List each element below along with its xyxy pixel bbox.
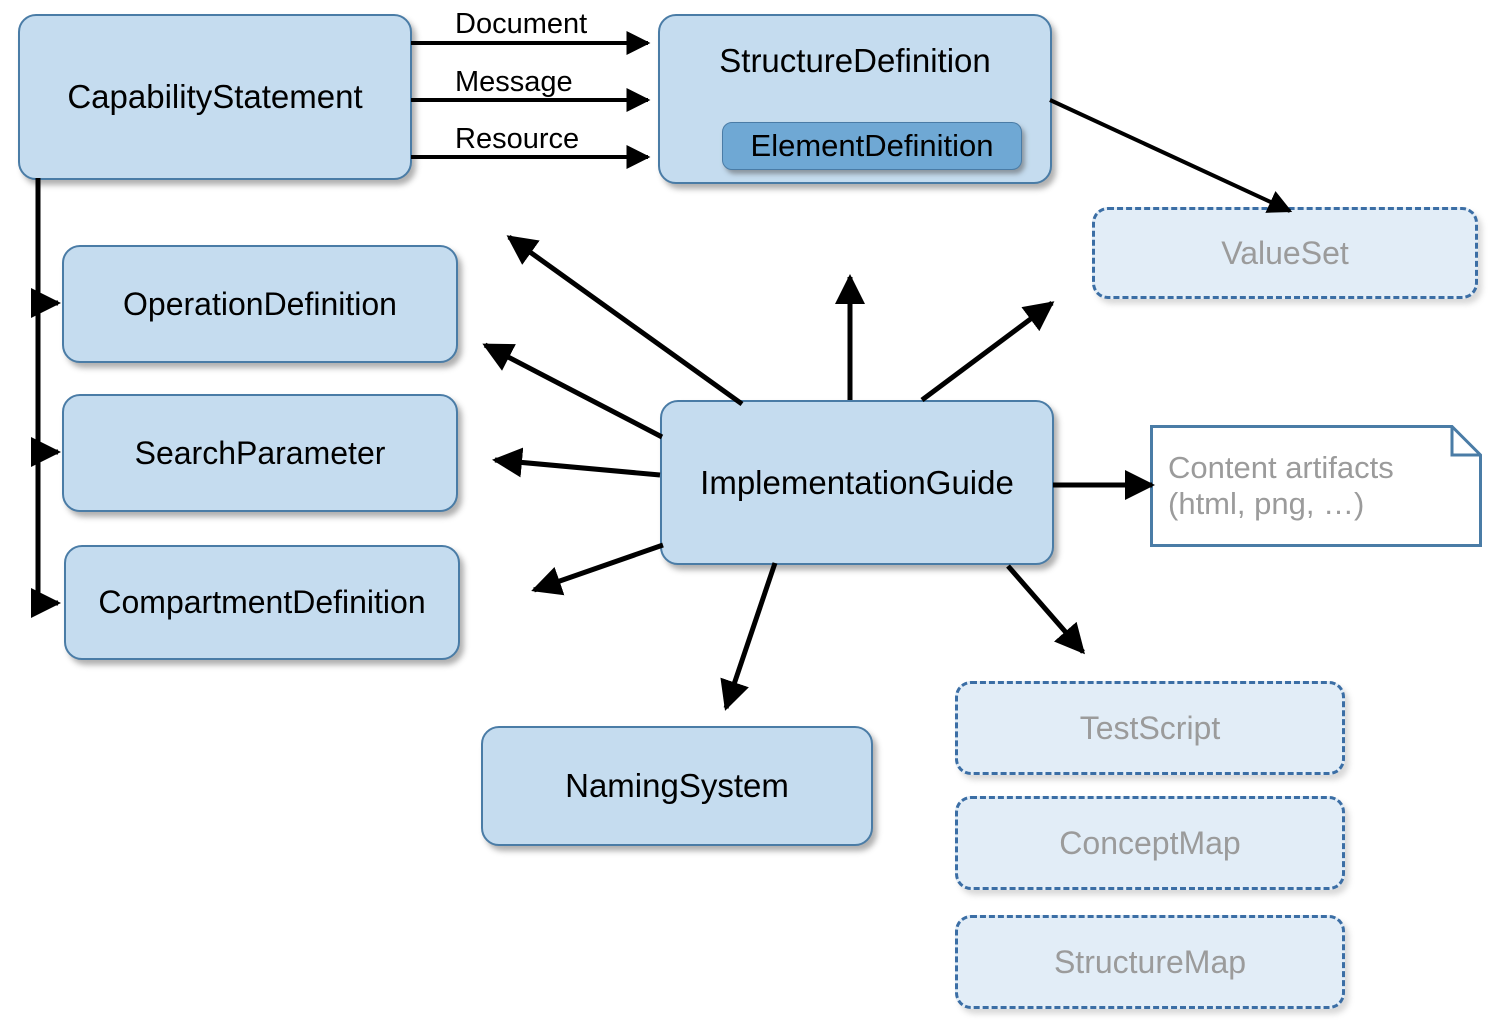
- edge-label-message: Message: [455, 66, 573, 98]
- edge-guide-to-naming-system: [720, 562, 778, 711]
- edge-guide-to-test-script: [1006, 564, 1085, 655]
- node-label-test-script: TestScript: [1079, 709, 1221, 746]
- content-artifacts-line-2: (html, png, …): [1168, 486, 1365, 521]
- edge-guide-to-operation-definition: [482, 342, 664, 440]
- edge-guide-to-compartment-definition: [531, 542, 664, 596]
- node-label-implementation-guide: ImplementationGuide: [700, 463, 1014, 501]
- node-concept-map[interactable]: ConceptMap: [955, 796, 1345, 890]
- node-label-operation-definition: OperationDefinition: [123, 285, 397, 322]
- node-structure-map[interactable]: StructureMap: [955, 915, 1345, 1009]
- content-artifacts-line-1: Content artifacts: [1168, 450, 1394, 486]
- node-label-structure-map: StructureMap: [1053, 943, 1247, 980]
- node-label-value-set: ValueSet: [1221, 234, 1349, 271]
- edge-guide-to-search-parameter: [492, 447, 661, 478]
- node-label-search-parameter: SearchParameter: [134, 434, 386, 471]
- node-label-content-artifacts: Content artifacts (html, png, …): [1150, 450, 1394, 521]
- node-label-structure-definition: StructureDefinition: [719, 42, 991, 79]
- node-structure-definition[interactable]: StructureDefinition ElementDefinition: [658, 14, 1052, 184]
- node-value-set[interactable]: ValueSet: [1092, 207, 1478, 299]
- node-search-parameter[interactable]: SearchParameter: [62, 394, 458, 512]
- edge-label-document: Document: [455, 8, 588, 40]
- node-content-artifacts[interactable]: Content artifacts (html, png, …): [1150, 425, 1482, 547]
- edge-structure-to-valueset: [1049, 98, 1293, 213]
- node-capability-statement[interactable]: CapabilityStatement: [18, 14, 412, 180]
- node-operation-definition[interactable]: OperationDefinition: [62, 245, 458, 363]
- edge-guide-to-valueset: [920, 300, 1055, 403]
- node-test-script[interactable]: TestScript: [955, 681, 1345, 775]
- node-compartment-definition[interactable]: CompartmentDefinition: [64, 545, 460, 660]
- node-label-compartment-definition: CompartmentDefinition: [98, 584, 426, 621]
- node-implementation-guide[interactable]: ImplementationGuide: [660, 400, 1054, 565]
- node-naming-system[interactable]: NamingSystem: [481, 726, 873, 846]
- node-label-element-definition: ElementDefinition: [750, 128, 994, 164]
- node-label-concept-map: ConceptMap: [1059, 824, 1241, 861]
- node-element-definition[interactable]: ElementDefinition: [722, 122, 1022, 170]
- node-label-naming-system: NamingSystem: [565, 767, 789, 805]
- edge-label-resource: Resource: [455, 123, 580, 155]
- node-label-capability-statement: CapabilityStatement: [67, 78, 363, 116]
- edge-guide-to-structure-definition: [506, 234, 744, 407]
